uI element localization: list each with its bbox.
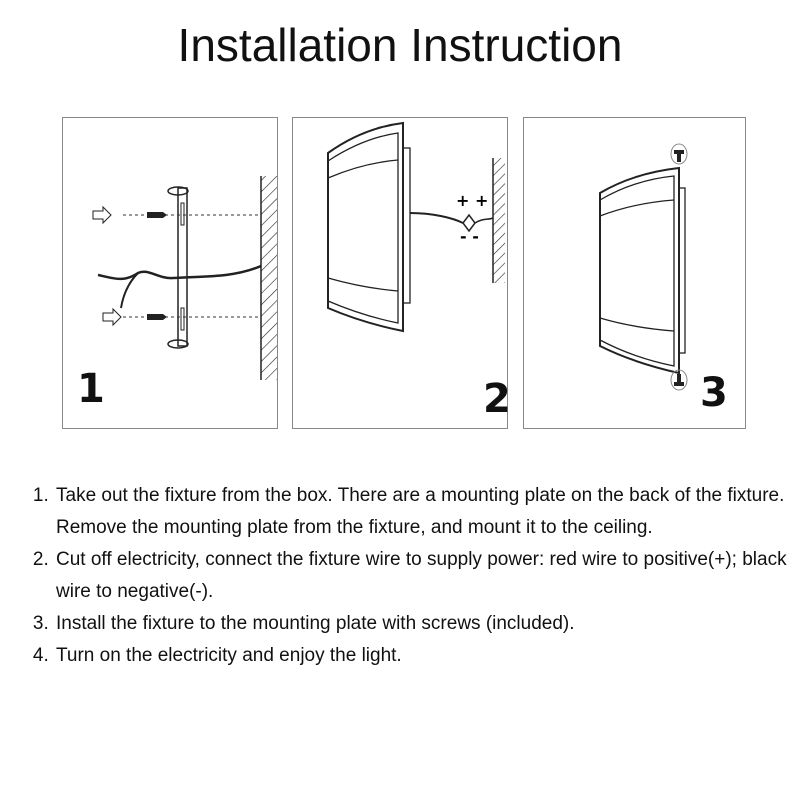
fixture-mounted-illustration bbox=[599, 143, 688, 391]
diagram-step-2: + + - - 2 bbox=[292, 117, 511, 429]
arrow-icon bbox=[102, 307, 122, 327]
step-number: 1 bbox=[77, 366, 105, 412]
step-number: 2 bbox=[483, 376, 511, 422]
diagram-step-3: 3 bbox=[523, 117, 746, 429]
page-title: Installation Instruction bbox=[177, 19, 623, 71]
instruction-steps: Take out the fixture from the box. There… bbox=[30, 480, 800, 672]
step-item: Turn on the electricity and enjoy the li… bbox=[54, 640, 800, 672]
screw-icon bbox=[147, 212, 167, 218]
positive-label: + + bbox=[456, 191, 488, 210]
step-item: Cut off electricity, connect the fixture… bbox=[54, 544, 800, 608]
screw-top-icon bbox=[670, 143, 688, 165]
step-number: 3 bbox=[700, 370, 728, 416]
screw-icon bbox=[147, 314, 167, 320]
step-item: Take out the fixture from the box. There… bbox=[54, 480, 800, 544]
wiring-illustration: + + - - bbox=[327, 121, 505, 333]
arrow-icon bbox=[92, 205, 112, 225]
diagram-step-1: 1 bbox=[62, 117, 278, 429]
step-item: Install the fixture to the mounting plat… bbox=[54, 608, 800, 640]
negative-label: - - bbox=[460, 227, 479, 246]
mounting-plate-illustration bbox=[92, 176, 277, 380]
screw-bottom-icon bbox=[670, 369, 688, 391]
